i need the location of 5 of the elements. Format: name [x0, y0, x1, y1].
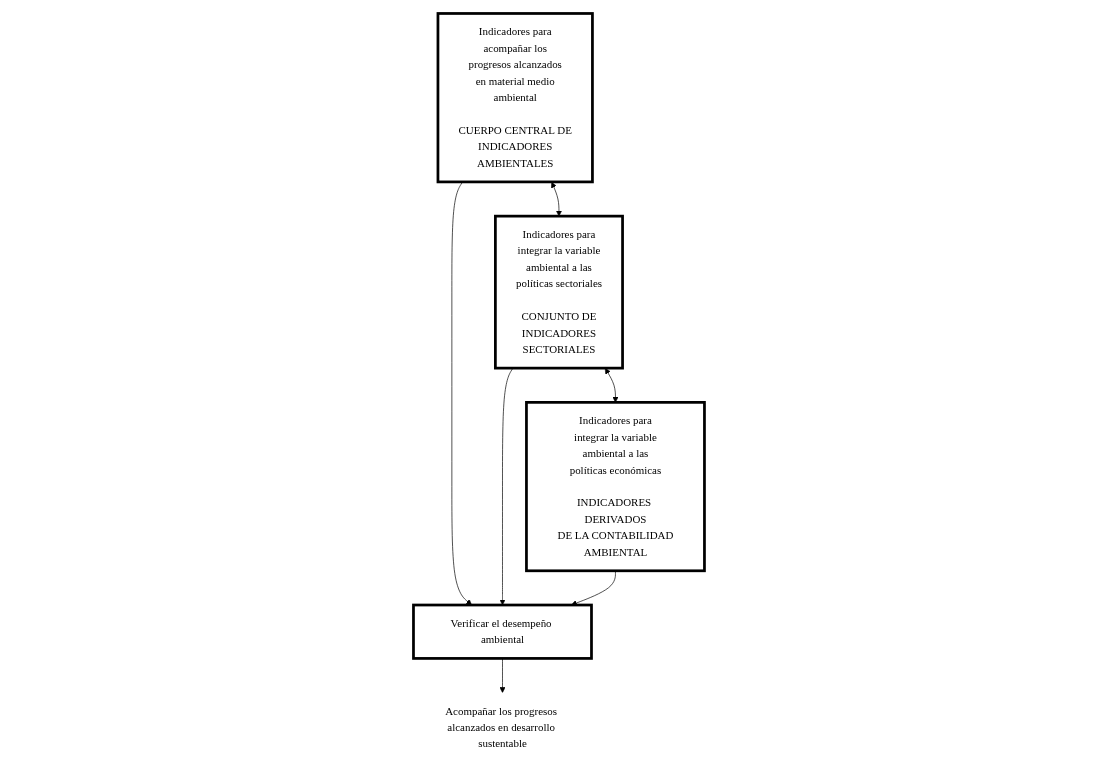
- node-box: Indicadores para integrar la variable ambiental a las políticas sectoriales CONJUNTO DE INDICADORES SECTORIALES: [493, 214, 624, 369]
- node-text: Acompañar los progresos alcanzados en desarrollo sustentable: [444, 704, 557, 749]
- node-box: Verificar el desempeño ambiental: [411, 603, 593, 660]
- node-box: Indicadores para acompañar los progresos alcanzados en material medio ambiental CUERPO CENTRAL DE INDICADORES AMBIENTALES: [436, 11, 594, 183]
- node-box: Indicadores para integrar la variable ambiental a las políticas económicas INDICADORES DERIVADOS DE LA CONTABILIDAD AMBIENTAL: [524, 400, 706, 572]
